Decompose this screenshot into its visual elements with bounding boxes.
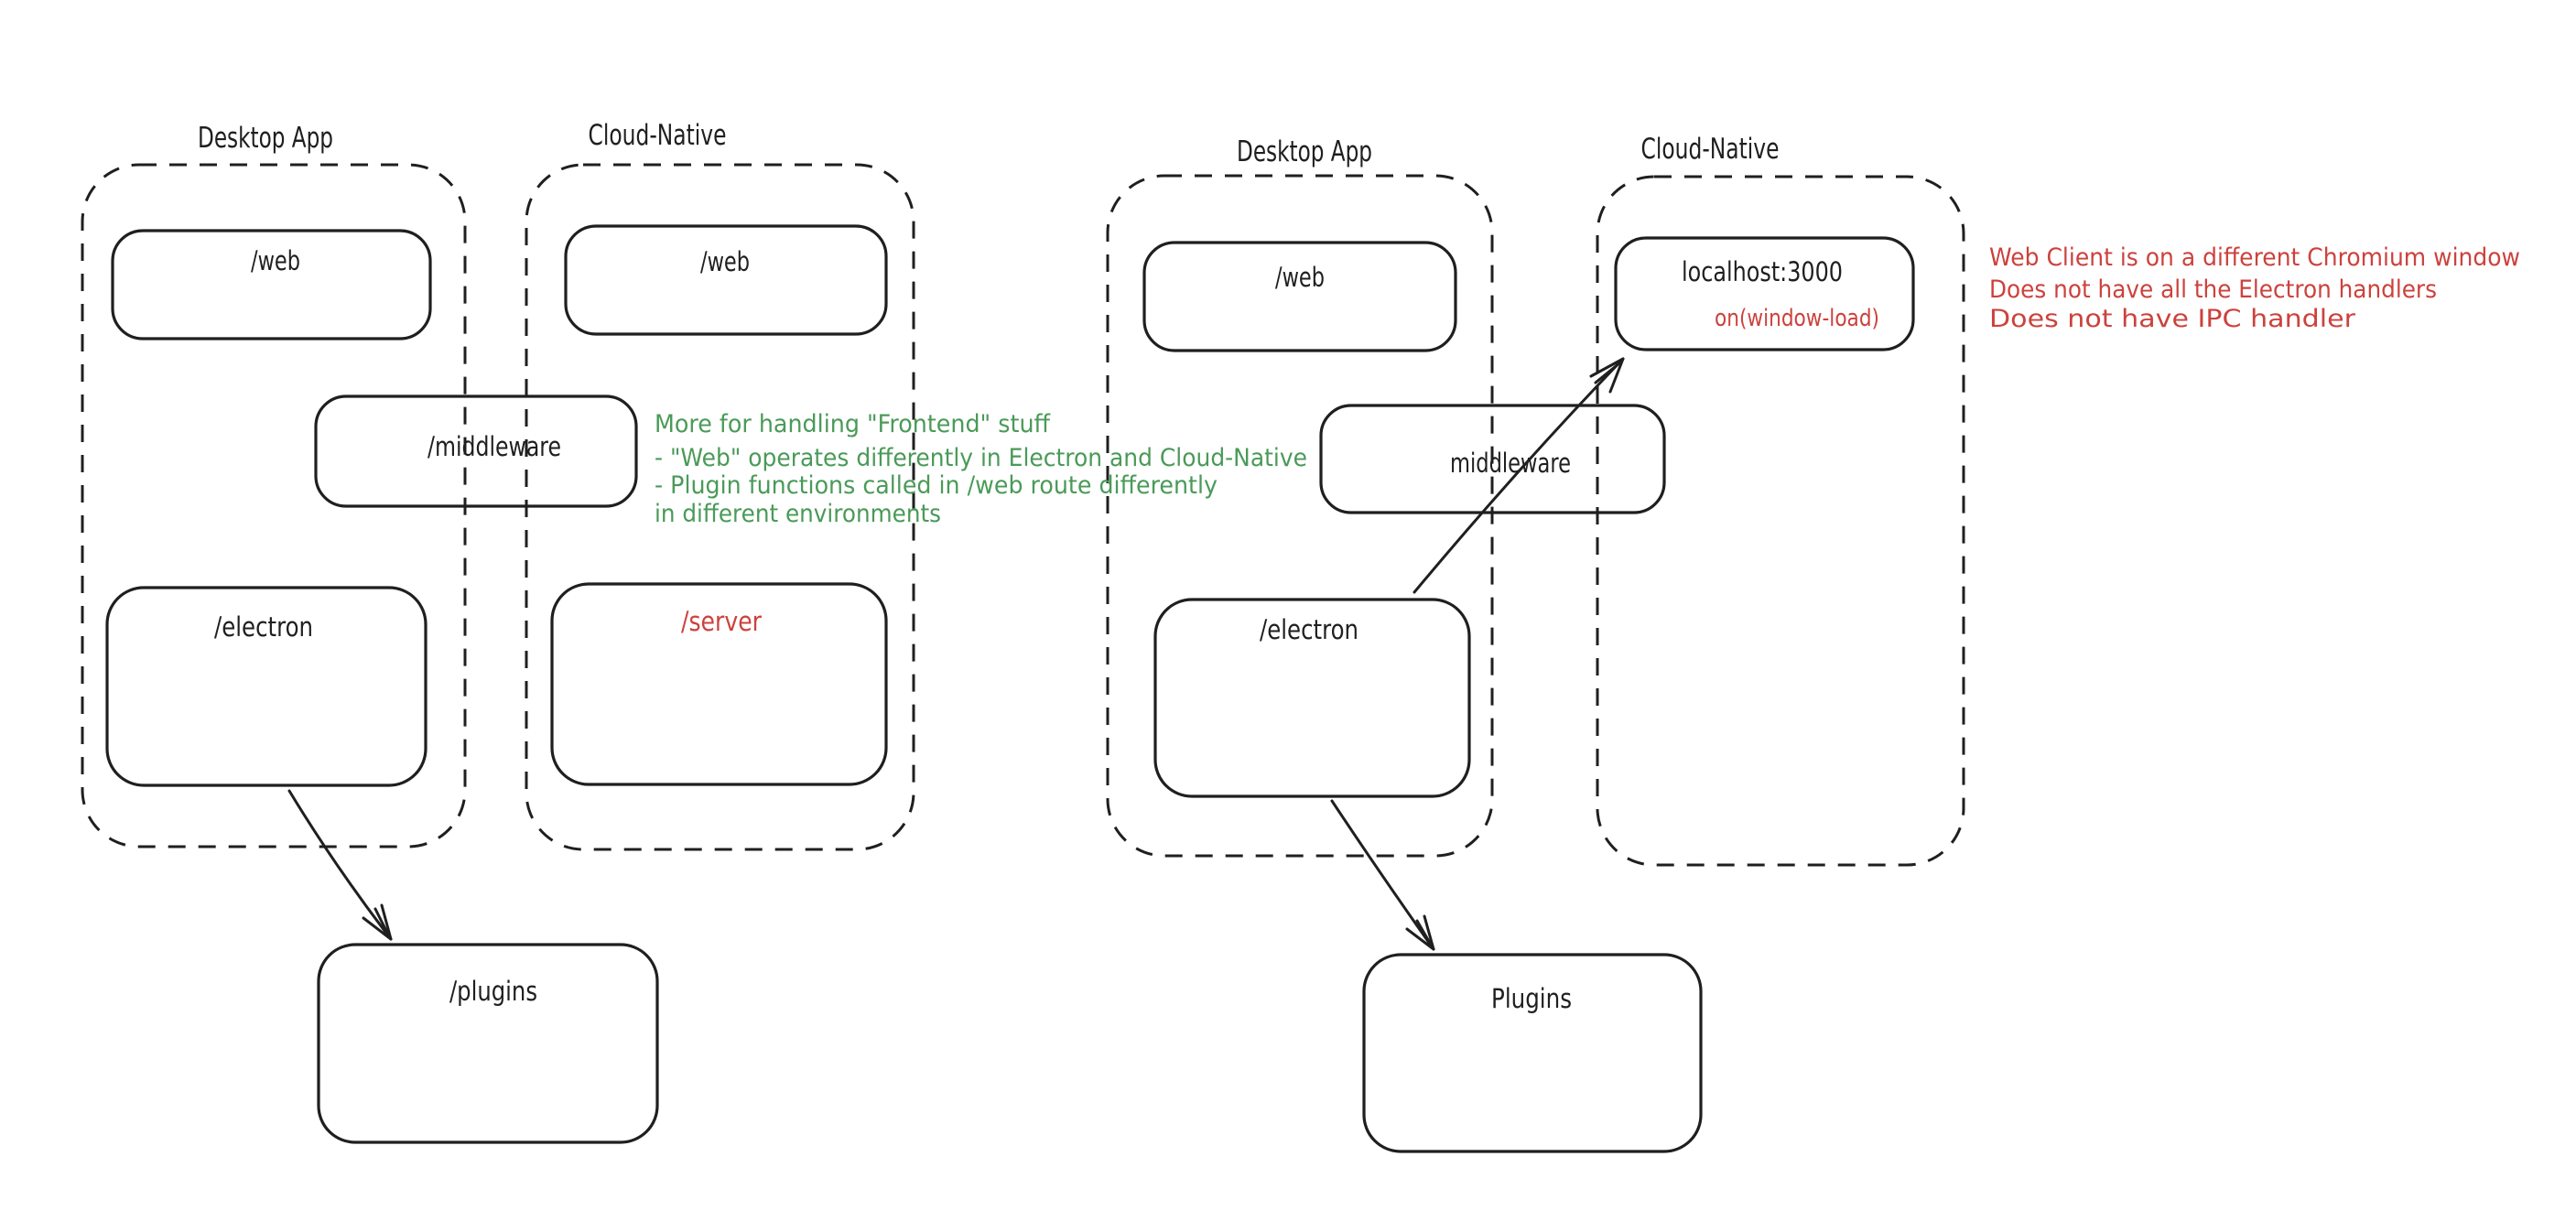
red-annotation-block: Web Client is on a different Chromium wi… <box>1989 243 2520 333</box>
left-electron-box <box>105 586 428 787</box>
right-electron-box-label: /electron <box>1260 614 1358 645</box>
right-desktop-app-container <box>1106 174 1494 858</box>
right-diagram-group: Desktop App Cloud-Native /web localhost:… <box>1106 133 1965 1153</box>
right-cloud-native-label: Cloud-Native <box>1641 133 1780 166</box>
right-web-box <box>1142 241 1457 352</box>
right-middleware-box-label: middleware <box>1450 448 1571 479</box>
green-annotation-line: in different environments <box>655 500 941 528</box>
red-annotation-line: Web Client is on a different Chromium wi… <box>1989 243 2520 272</box>
left-plugins-box <box>317 943 659 1144</box>
right-plugins-box <box>1362 953 1703 1153</box>
left-desktop-app-label: Desktop App <box>198 122 333 155</box>
right-plugins-box-label: Plugins <box>1491 983 1572 1014</box>
green-annotation-block: More for handling "Frontend" stuff - "We… <box>655 410 1307 528</box>
right-web-box-label: /web <box>1275 262 1325 293</box>
left-cloud-native-label: Cloud-Native <box>589 119 727 152</box>
electron-to-localhost-arrow <box>1412 357 1625 594</box>
red-annotation-line: Does not have all the Electron handlers <box>1989 276 2437 304</box>
left-diagram-group: Desktop App Cloud-Native /web /web /midd… <box>81 119 915 1144</box>
left-server-box <box>550 582 888 786</box>
left-desktop-web-box-label: /web <box>251 245 300 276</box>
left-plugins-box-label: /plugins <box>449 976 537 1007</box>
localhost-box <box>1614 236 1915 351</box>
left-desktop-web-box <box>111 229 432 340</box>
localhost-box-label: localhost:3000 <box>1682 256 1843 287</box>
right-middleware-box <box>1319 404 1666 514</box>
green-annotation-line: - "Web" operates differently in Electron… <box>655 444 1307 472</box>
green-annotation-line: - Plugin functions called in /web route … <box>655 471 1218 500</box>
left-cloud-web-box-label: /web <box>700 246 750 277</box>
left-cloud-web-box <box>564 224 888 336</box>
green-annotation-line: More for handling "Frontend" stuff <box>655 410 1051 438</box>
right-electron-to-plugins-arrow <box>1330 799 1435 951</box>
left-server-box-label: /server <box>681 606 762 637</box>
red-annotation-line: Does not have IPC handler <box>1989 305 2356 333</box>
localhost-window-load-label: on(window-load) <box>1715 305 1879 332</box>
right-desktop-app-label: Desktop App <box>1237 135 1372 168</box>
left-middleware-box <box>314 394 638 508</box>
left-electron-to-plugins-arrow <box>287 789 393 941</box>
left-middleware-box-label: /middleware <box>428 431 561 462</box>
left-electron-box-label: /electron <box>214 611 313 643</box>
right-electron-box <box>1153 598 1471 798</box>
right-cloud-native-container <box>1596 175 1965 867</box>
